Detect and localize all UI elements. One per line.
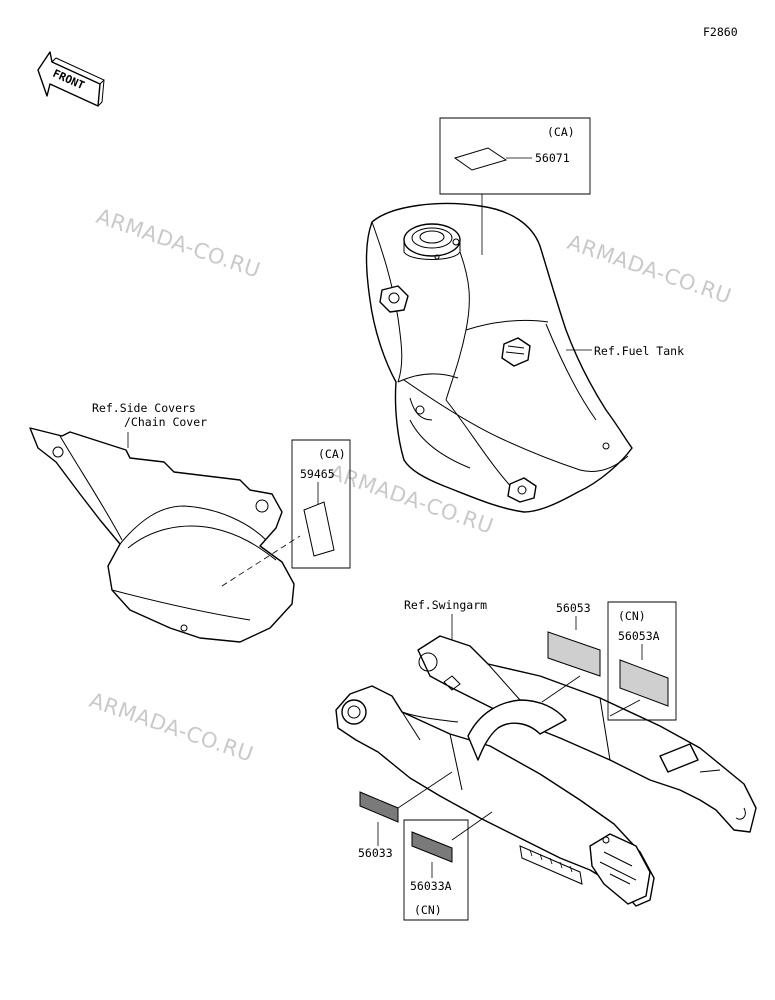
- front-arrow-icon: FRONT: [37, 51, 105, 107]
- part-number: 56033A: [410, 879, 452, 893]
- label-sticker-icon: [303, 501, 335, 557]
- part-number: 56033: [358, 846, 393, 860]
- ref-side-covers: Ref.Side Covers: [92, 401, 196, 415]
- label-sticker-icon: [453, 147, 508, 171]
- swingarm-label-a-cn-callout: (CN) 56053A: [607, 601, 677, 721]
- fuel-tank: [365, 202, 633, 513]
- part-number: 56053: [556, 601, 591, 615]
- watermark: ARMADA-CO.RU: [86, 688, 256, 767]
- swingarm-label-a-callout: 56053: [541, 601, 601, 703]
- label-sticker-icon: [359, 791, 399, 823]
- label-sticker-icon: [411, 831, 453, 863]
- side-cover-label-callout: (CA) 59465: [291, 439, 351, 569]
- swingarm-label-b-cn-callout: 56033A (CN): [403, 811, 493, 921]
- part-number: 56071: [535, 151, 570, 165]
- diagram-code: F2860: [703, 25, 738, 39]
- watermark: ARMADA-CO.RU: [564, 230, 734, 309]
- region-tag-cn: (CN): [618, 609, 646, 623]
- ref-chain-cover: /Chain Cover: [124, 415, 207, 429]
- part-number: 56053A: [618, 629, 660, 643]
- label-sticker-icon: [547, 631, 601, 677]
- ref-swingarm: Ref.Swingarm: [404, 598, 487, 612]
- region-tag-ca: (CA): [318, 447, 346, 461]
- label-sticker-icon: [619, 659, 669, 707]
- region-tag-cn: (CN): [414, 903, 442, 917]
- swingarm: [335, 635, 757, 907]
- region-tag-ca: (CA): [547, 125, 575, 139]
- tank-label-callout: (CA) 56071: [439, 117, 591, 255]
- watermark: ARMADA-CO.RU: [93, 204, 263, 283]
- swingarm-label-b-callout: 56033: [358, 771, 453, 860]
- ref-fuel-tank: Ref.Fuel Tank: [594, 344, 684, 358]
- side-cover: [29, 427, 301, 643]
- part-number: 59465: [300, 467, 335, 481]
